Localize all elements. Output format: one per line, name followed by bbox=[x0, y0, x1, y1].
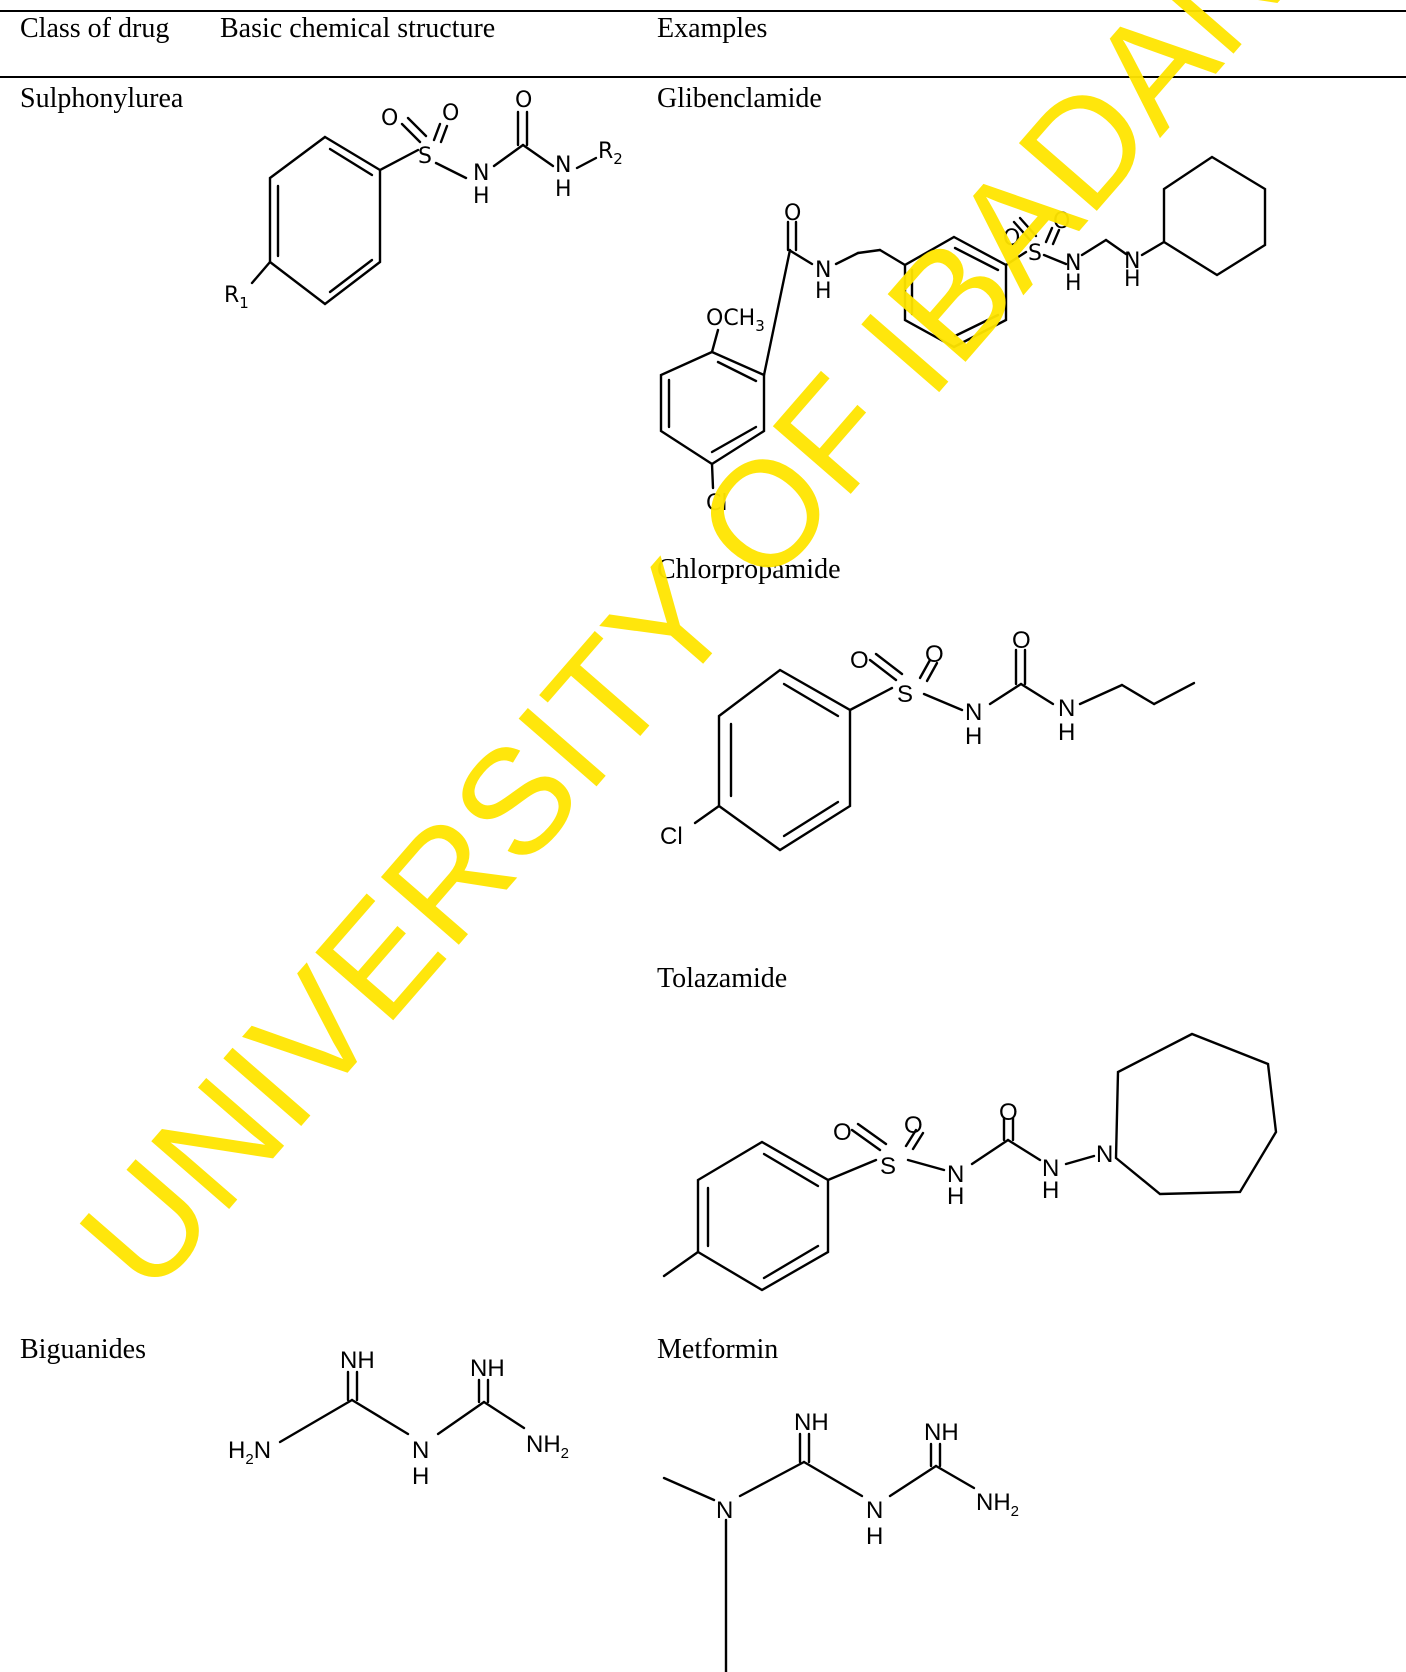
atom-h: H bbox=[1058, 719, 1075, 746]
atom-h: H bbox=[1065, 271, 1082, 296]
atom-o: O bbox=[833, 1119, 852, 1146]
atom-o: O bbox=[904, 1112, 923, 1139]
atom-nh2: NH2 bbox=[526, 1431, 569, 1462]
table-header-rule bbox=[0, 76, 1406, 78]
atom-n: N bbox=[1096, 1141, 1113, 1168]
atom-och3: OCH3 bbox=[706, 306, 765, 335]
class-biguanides: Biguanides bbox=[20, 1334, 146, 1365]
table-top-rule bbox=[0, 10, 1406, 12]
atom-n: N bbox=[1042, 1155, 1059, 1182]
atom-o: O bbox=[850, 647, 869, 674]
atom-r1: R1 bbox=[224, 283, 249, 312]
header-examples: Examples bbox=[657, 13, 768, 44]
atom-nh: NH bbox=[340, 1347, 375, 1374]
class-sulphonylurea: Sulphonylurea bbox=[20, 83, 184, 114]
atom-h: H bbox=[412, 1463, 429, 1490]
atom-o: O bbox=[1012, 627, 1031, 654]
atom-nh2: NH2 bbox=[976, 1489, 1019, 1520]
header-basic-structure: Basic chemical structure bbox=[220, 13, 496, 44]
atom-o: O bbox=[381, 106, 398, 131]
atom-n: N bbox=[555, 153, 571, 178]
atom-h: H bbox=[473, 184, 490, 209]
atom-o: O bbox=[999, 1099, 1018, 1126]
atom-o: O bbox=[1003, 226, 1020, 251]
atom-n: N bbox=[1124, 249, 1140, 274]
atom-nh: NH bbox=[794, 1409, 829, 1436]
atom-h: H bbox=[555, 177, 572, 202]
atom-o: O bbox=[442, 101, 459, 126]
atom-n: N bbox=[473, 161, 489, 186]
atom-h: H bbox=[1124, 267, 1141, 292]
atom-s: S bbox=[897, 681, 913, 708]
atom-o: O bbox=[1053, 209, 1070, 234]
atom-cl: Cl bbox=[660, 823, 683, 850]
atom-o: O bbox=[784, 201, 801, 226]
atom-o: O bbox=[925, 641, 944, 668]
atom-h: H bbox=[1042, 1177, 1059, 1204]
atom-n: N bbox=[866, 1497, 883, 1524]
atom-h: H bbox=[815, 279, 832, 304]
atom-nh: NH bbox=[470, 1355, 505, 1382]
atom-o: O bbox=[515, 88, 532, 113]
atom-h: H bbox=[947, 1183, 964, 1210]
atom-n: N bbox=[965, 699, 982, 726]
atom-h: H bbox=[965, 723, 982, 750]
atom-n: N bbox=[412, 1437, 429, 1464]
example-glibenclamide: Glibenclamide bbox=[657, 83, 822, 114]
atom-s: S bbox=[418, 144, 432, 169]
atom-r2: R2 bbox=[598, 139, 623, 168]
header-class-of-drug: Class of drug bbox=[20, 13, 170, 44]
atom-s: S bbox=[880, 1153, 896, 1180]
example-metformin: Metformin bbox=[657, 1334, 779, 1365]
atom-n: N bbox=[815, 258, 831, 283]
atom-h: H bbox=[866, 1523, 883, 1550]
atom-n: N bbox=[947, 1161, 964, 1188]
atom-s: S bbox=[1028, 241, 1042, 266]
example-tolazamide: Tolazamide bbox=[657, 963, 788, 994]
atom-h2n: H2N bbox=[228, 1437, 271, 1468]
atom-n: N bbox=[1065, 251, 1081, 276]
atom-n: N bbox=[716, 1497, 733, 1524]
atom-nh: NH bbox=[924, 1419, 959, 1446]
atom-cl: Cl bbox=[706, 491, 727, 516]
example-chlorpropamide: Chlorpropamide bbox=[657, 554, 841, 585]
atom-n: N bbox=[1058, 695, 1075, 722]
